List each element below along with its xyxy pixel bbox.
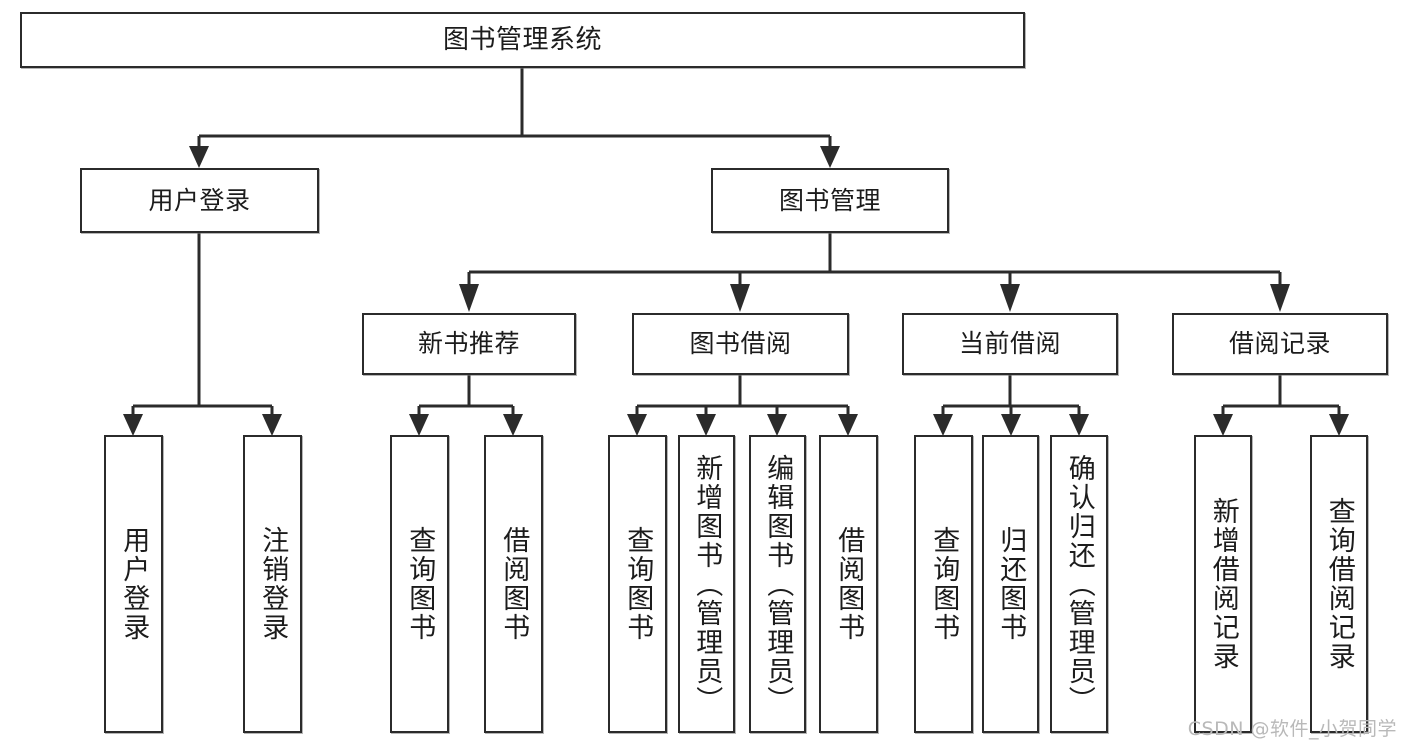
node-book-management[interactable]: 图书管理 (711, 168, 949, 233)
leaf-borrow-book-borrow[interactable]: 借阅图书 (819, 435, 878, 733)
node-book-borrow[interactable]: 图书借阅 (632, 313, 849, 375)
leaf-query-book-current[interactable]: 查询图书 (914, 435, 973, 733)
leaf-query-book-recommend[interactable]: 查询图书 (390, 435, 449, 733)
csdn-watermark: CSDN @软件_小贺同学 (1187, 718, 1397, 740)
leaf-user-login[interactable]: 用户登录 (104, 435, 163, 733)
node-label: 借阅记录 (1228, 329, 1331, 359)
node-label: 查询图书 (404, 526, 436, 642)
node-label: 查询图书 (622, 526, 654, 642)
node-label: 新增借阅记录 (1207, 497, 1239, 671)
node-label: 借阅图书 (833, 526, 865, 642)
node-label: 新增图书（管理员） (691, 453, 723, 715)
leaf-add-borrow-record[interactable]: 新增借阅记录 (1194, 435, 1252, 733)
node-user-login[interactable]: 用户登录 (80, 168, 319, 233)
node-label: 当前借阅 (958, 329, 1061, 359)
node-label: 用户登录 (118, 526, 150, 642)
node-label: 编辑图书（管理员） (762, 453, 794, 715)
node-label: 查询借阅记录 (1323, 497, 1355, 671)
node-label: 查询图书 (928, 526, 960, 642)
node-label: 新书推荐 (417, 329, 520, 359)
node-current-borrow[interactable]: 当前借阅 (902, 313, 1118, 375)
leaf-edit-book-admin[interactable]: 编辑图书（管理员） (749, 435, 806, 733)
leaf-confirm-return-admin[interactable]: 确认归还（管理员） (1050, 435, 1108, 733)
leaf-return-book[interactable]: 归还图书 (982, 435, 1039, 733)
node-label: 图书管理 (778, 185, 881, 215)
node-label: 用户登录 (148, 185, 251, 215)
node-label: 借阅图书 (498, 526, 530, 642)
leaf-query-borrow-record[interactable]: 查询借阅记录 (1310, 435, 1368, 733)
leaf-logout-login[interactable]: 注销登录 (243, 435, 302, 733)
node-label: 注销登录 (257, 526, 289, 642)
leaf-query-book-borrow[interactable]: 查询图书 (608, 435, 667, 733)
node-borrow-record[interactable]: 借阅记录 (1172, 313, 1388, 375)
leaf-borrow-book-recommend[interactable]: 借阅图书 (484, 435, 543, 733)
node-label: 图书借阅 (689, 329, 792, 359)
leaf-add-book-admin[interactable]: 新增图书（管理员） (678, 435, 735, 733)
node-root-book-management-system[interactable]: 图书管理系统 (20, 12, 1025, 68)
node-new-book-recommend[interactable]: 新书推荐 (362, 313, 576, 375)
node-label: 图书管理系统 (442, 24, 602, 55)
node-label: 归还图书 (995, 526, 1027, 642)
node-label: 确认归还（管理员） (1063, 453, 1095, 715)
